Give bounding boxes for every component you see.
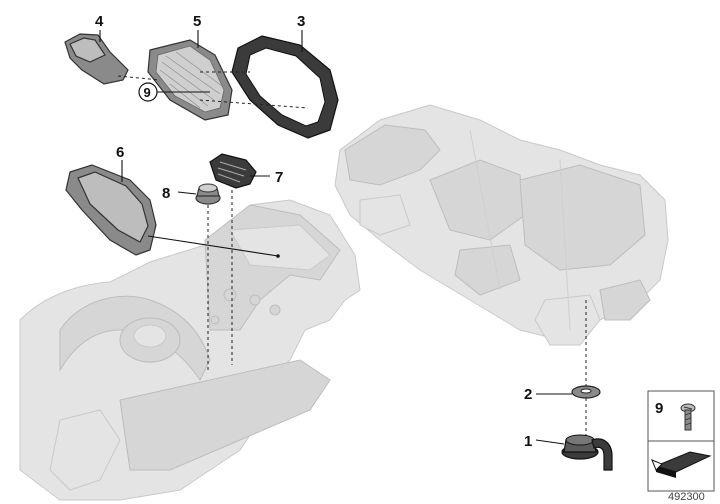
callout-8: 8: [162, 185, 170, 202]
callout-5: 5: [193, 13, 201, 30]
leader-lines: [99, 30, 572, 445]
callout-4: 4: [95, 13, 104, 30]
part-6-panel: [65, 164, 157, 256]
legend-callout-9: 9: [655, 400, 663, 417]
sealant-icon: [651, 451, 712, 478]
part-2-washer: [571, 385, 601, 399]
part-8-nut: [195, 183, 221, 205]
callout-9-circle: [138, 82, 158, 102]
callout-3: 3: [297, 13, 305, 30]
screw-icon: [680, 403, 696, 431]
legend-box: 9: [647, 390, 715, 492]
part-1-grommet: [561, 434, 613, 471]
callout-1: 1: [524, 433, 532, 450]
callout-7: 7: [275, 169, 283, 186]
drawing-number: 492300: [668, 491, 705, 503]
callouts: 4 5 3 9 6 8 7 2 1: [95, 13, 532, 450]
part-3-frame: [231, 35, 339, 139]
part-7-vent: [209, 153, 257, 189]
part-5-grille: [147, 39, 233, 121]
hvac-unit-ghost: [334, 104, 669, 346]
body-structure-ghost: [19, 199, 361, 501]
part-4-cover: [64, 33, 129, 85]
callout-9: 9: [144, 85, 151, 100]
callout-2: 2: [524, 386, 532, 403]
assembly-lines: [117, 71, 587, 435]
callout-6: 6: [116, 144, 124, 161]
